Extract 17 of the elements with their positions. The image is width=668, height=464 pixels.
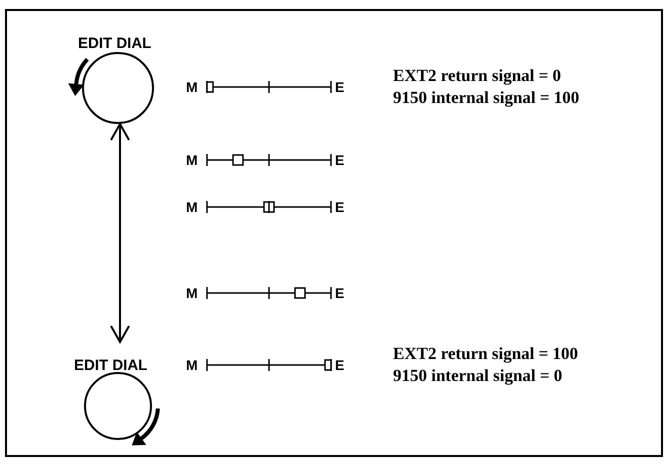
end-label: E — [335, 358, 344, 372]
end-label: E — [335, 200, 344, 214]
end-label: M — [186, 200, 198, 214]
signal-value-text: 9150 internal signal = 0 — [393, 367, 562, 384]
end-label: M — [186, 286, 198, 300]
end-label: E — [335, 80, 344, 94]
end-label: M — [186, 80, 198, 94]
end-label: E — [335, 286, 344, 300]
end-label: M — [186, 153, 198, 167]
end-label: E — [335, 153, 344, 167]
dial-label: EDIT DIAL — [74, 358, 148, 373]
signal-value-text: EXT2 return signal = 100 — [393, 345, 578, 362]
end-label: M — [186, 358, 198, 372]
double-arrow — [110, 123, 130, 343]
dial-label: EDIT DIAL — [78, 36, 152, 51]
signal-value-text: EXT2 return signal = 0 — [393, 67, 562, 84]
signal-value-text: 9150 internal signal = 100 — [393, 89, 580, 106]
